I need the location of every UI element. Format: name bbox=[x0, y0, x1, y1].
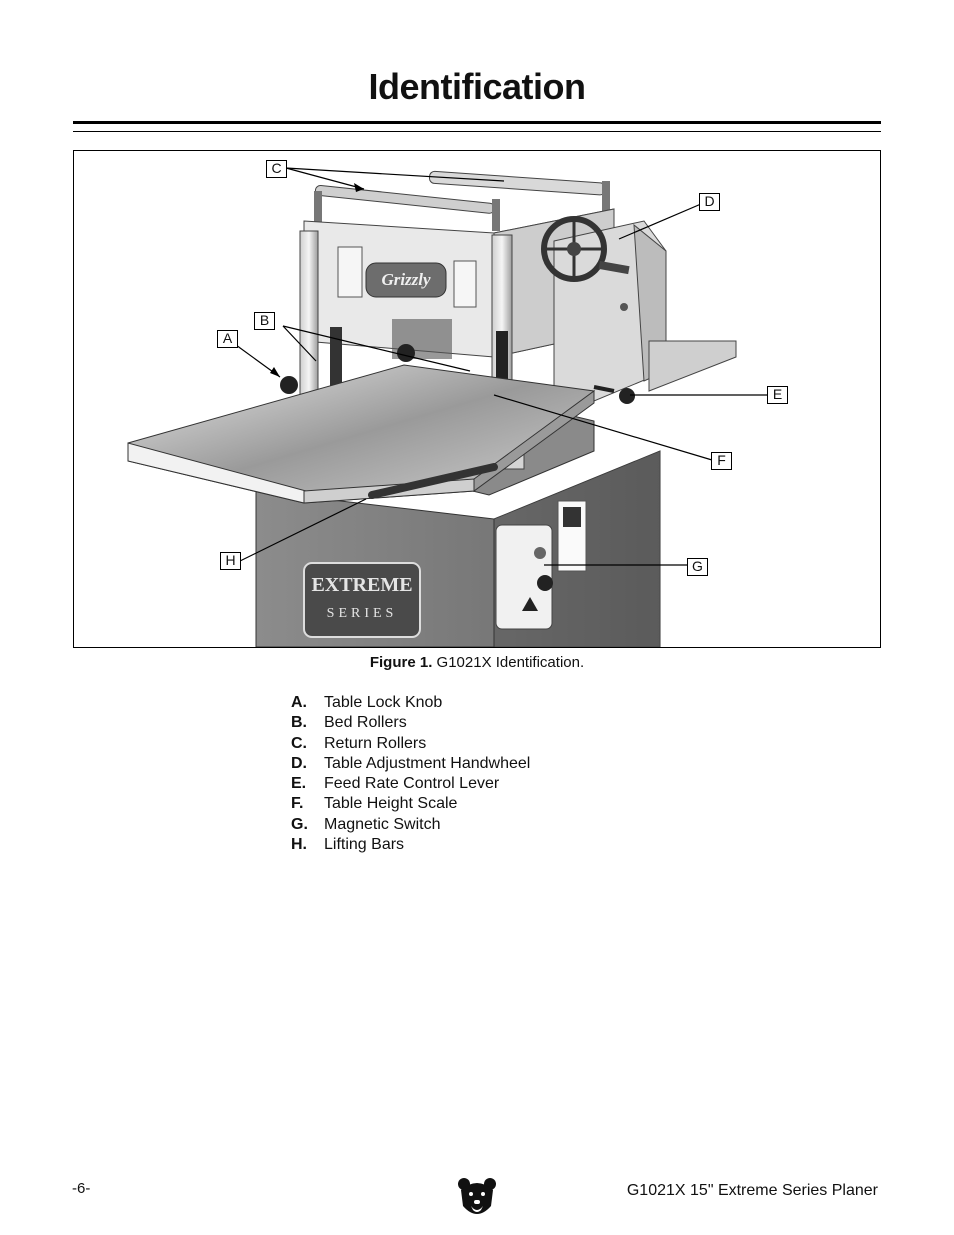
legend-item: H. Lifting Bars bbox=[291, 836, 530, 856]
legend-key: F. bbox=[291, 795, 304, 813]
badge-series-text: SERIES bbox=[327, 606, 398, 621]
figure-frame: EXTREME SERIES Grizzly bbox=[73, 150, 881, 648]
legend-label: Table Height Scale bbox=[324, 795, 458, 813]
legend-label: Return Rollers bbox=[324, 734, 427, 752]
legend-item: E. Feed Rate Control Lever bbox=[291, 775, 530, 795]
callout-f: F bbox=[711, 452, 732, 470]
title-rule-thin bbox=[73, 131, 881, 132]
legend-key: G. bbox=[291, 815, 308, 833]
planer-illustration: EXTREME SERIES Grizzly bbox=[127, 167, 768, 647]
legend-key: H. bbox=[291, 836, 307, 854]
callout-d: D bbox=[699, 193, 720, 211]
legend-key: D. bbox=[291, 754, 307, 772]
identification-legend: A. Table Lock Knob B. Bed Rollers C. Return… bbox=[291, 694, 530, 856]
callout-a: A bbox=[217, 330, 238, 348]
callout-b: B bbox=[254, 312, 275, 330]
callout-h: H bbox=[220, 552, 241, 570]
page-number: -6- bbox=[72, 1180, 91, 1197]
figure-caption-label: Figure 1. bbox=[369, 654, 433, 671]
legend-label: Lifting Bars bbox=[324, 836, 405, 854]
legend-item: D. Table Adjustment Handwheel bbox=[291, 755, 530, 775]
grizzly-bear-logo-icon bbox=[458, 1178, 496, 1214]
figure-caption: Figure 1. G1021X Identification. bbox=[0, 654, 954, 671]
legend-key: A. bbox=[291, 694, 307, 711]
legend-item: A. Table Lock Knob bbox=[291, 694, 530, 714]
callout-e: E bbox=[767, 386, 788, 404]
legend-label: Table Lock Knob bbox=[324, 694, 443, 711]
legend-key: C. bbox=[291, 734, 307, 752]
badge-extreme-text: EXTREME bbox=[311, 574, 412, 596]
legend-item: F. Table Height Scale bbox=[291, 795, 530, 815]
legend-key: E. bbox=[291, 775, 307, 793]
figure-caption-text: G1021X Identification. bbox=[436, 654, 585, 671]
callout-c: C bbox=[266, 160, 287, 178]
legend-item: C. Return Rollers bbox=[291, 735, 530, 755]
legend-key: B. bbox=[291, 714, 307, 732]
document-title-footer: G1021X 15" Extreme Series Planer bbox=[626, 1182, 878, 1199]
page-title: Identification bbox=[368, 66, 587, 107]
callout-g: G bbox=[687, 558, 708, 576]
legend-item: G. Magnetic Switch bbox=[291, 816, 530, 836]
legend-label: Bed Rollers bbox=[324, 714, 407, 732]
brand-plate-text: Grizzly bbox=[381, 270, 431, 289]
legend-item: B. Bed Rollers bbox=[291, 714, 530, 734]
legend-label: Feed Rate Control Lever bbox=[324, 775, 500, 793]
legend-label: Table Adjustment Handwheel bbox=[324, 754, 531, 772]
title-rule-thick bbox=[73, 121, 881, 124]
legend-label: Magnetic Switch bbox=[324, 815, 441, 833]
